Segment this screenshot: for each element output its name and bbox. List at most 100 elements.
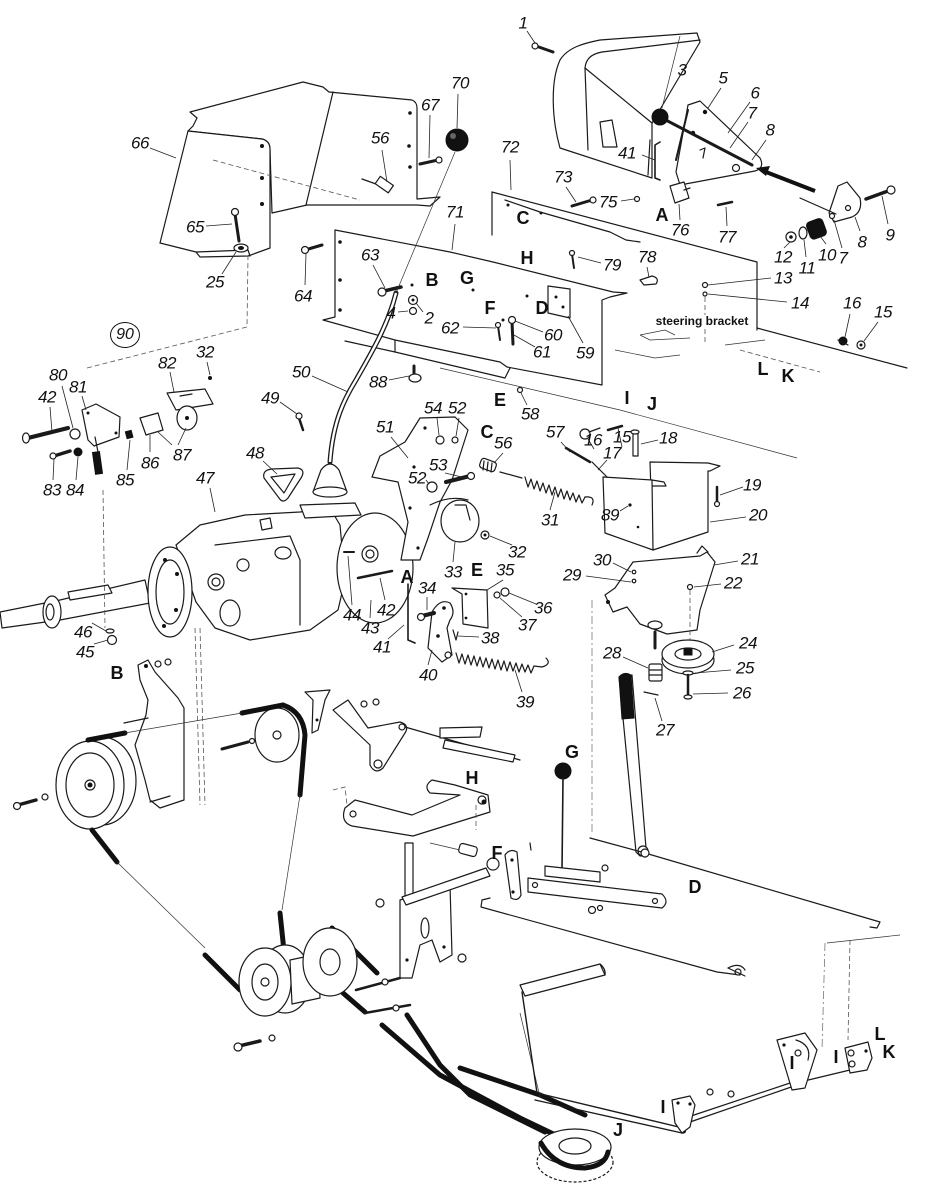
bolt-65 bbox=[230, 207, 241, 243]
nut-12 bbox=[785, 231, 797, 243]
gasket-48 bbox=[263, 467, 304, 502]
control-rod bbox=[589, 837, 881, 929]
screw-1 bbox=[531, 42, 555, 54]
gear-87 bbox=[176, 405, 198, 431]
ref-letter-b: B bbox=[425, 270, 439, 290]
callout-79: 79 bbox=[603, 255, 621, 275]
steering-bracket-label: steering bracket bbox=[654, 314, 750, 328]
callout-30: 30 bbox=[593, 550, 611, 570]
callout-20: 20 bbox=[749, 505, 767, 525]
bracket-b bbox=[123, 658, 185, 809]
ref-letter-e-lower: E bbox=[470, 560, 484, 580]
ref-letter-c-clutch: C bbox=[480, 422, 494, 442]
ref-letter-a-lower: A bbox=[400, 567, 414, 587]
shift-handle-lever bbox=[618, 672, 649, 857]
cap-10 bbox=[806, 218, 827, 240]
callout-25: 25 bbox=[206, 272, 224, 292]
large-pulley bbox=[55, 736, 137, 830]
frame-nuts bbox=[706, 964, 746, 1098]
callout-41: 41 bbox=[618, 143, 636, 163]
callout-21: 21 bbox=[741, 549, 759, 569]
callout-61: 61 bbox=[533, 342, 551, 362]
transmission-explode-lines bbox=[102, 489, 206, 806]
lever-bracket bbox=[675, 100, 763, 186]
callout-54: 54 bbox=[424, 398, 442, 418]
callout-50: 50 bbox=[292, 362, 310, 382]
callout-70: 70 bbox=[451, 73, 469, 93]
frame-outline bbox=[519, 600, 901, 1098]
callout-67: 67 bbox=[421, 95, 439, 115]
rod-57 bbox=[564, 446, 592, 464]
bracket-small bbox=[304, 689, 331, 734]
callout-24: 24 bbox=[739, 633, 757, 653]
nut-84 bbox=[73, 447, 83, 457]
plate-35 bbox=[451, 587, 489, 629]
screw-58 bbox=[516, 386, 524, 394]
callout-84: 84 bbox=[66, 480, 84, 500]
bolt-9 bbox=[864, 185, 896, 201]
nuts-15-16 bbox=[837, 336, 866, 350]
callout-59: 59 bbox=[576, 343, 594, 363]
dash-plate-71 bbox=[322, 229, 628, 386]
direction-arrow bbox=[756, 166, 816, 193]
ref-letter-i-top: I bbox=[624, 388, 630, 408]
callout-89: 89 bbox=[601, 505, 619, 525]
pin-27 bbox=[643, 691, 659, 696]
callout-87: 87 bbox=[173, 445, 191, 465]
callout-86: 86 bbox=[141, 453, 159, 473]
callout-41-lower: 41 bbox=[373, 637, 391, 657]
callout-47: 47 bbox=[196, 468, 214, 488]
callout-58: 58 bbox=[521, 404, 539, 424]
bolt-83 bbox=[49, 449, 72, 460]
callout-4: 4 bbox=[386, 303, 396, 323]
callout-56: 56 bbox=[371, 128, 389, 148]
bracket-h bbox=[332, 779, 491, 837]
screw-15 bbox=[606, 424, 624, 432]
callout-40: 40 bbox=[419, 665, 437, 685]
callout-72: 72 bbox=[501, 137, 519, 157]
callout-78: 78 bbox=[638, 247, 656, 267]
callout-28: 28 bbox=[603, 643, 621, 663]
callout-16-clutch: 16 bbox=[584, 430, 602, 450]
ref-letter-b-lower: B bbox=[110, 663, 124, 683]
bracket-i-right bbox=[776, 1032, 818, 1091]
bolt-67 bbox=[418, 156, 443, 166]
nut-32 bbox=[480, 530, 490, 540]
callout-56-clutch: 56 bbox=[494, 433, 512, 453]
callout-17: 17 bbox=[603, 443, 621, 463]
ref-letter-h-lower: H bbox=[465, 768, 479, 788]
ref-letter-d-lower: D bbox=[688, 877, 702, 897]
drum-33 bbox=[429, 497, 480, 543]
callout-11: 11 bbox=[798, 258, 816, 278]
callout-14: 14 bbox=[791, 293, 809, 313]
ref-letter-k: K bbox=[781, 366, 795, 386]
ref-letter-d: D bbox=[535, 298, 549, 318]
callout-81: 81 bbox=[69, 377, 87, 397]
ref-letter-g-lower: G bbox=[564, 742, 580, 762]
ref-letter-g: G bbox=[459, 268, 475, 288]
callout-36: 36 bbox=[534, 598, 552, 618]
ref-letter-i-left: I bbox=[660, 1097, 666, 1117]
ref-letter-i-right: I bbox=[833, 1047, 839, 1067]
callout-19: 19 bbox=[743, 475, 761, 495]
ref-letter-h: H bbox=[520, 248, 534, 268]
ref-letter-l-lower: L bbox=[874, 1024, 886, 1044]
link-f-plate bbox=[504, 842, 532, 901]
callout-60: 60 bbox=[544, 325, 562, 345]
callout-65: 65 bbox=[186, 217, 204, 237]
transmission-housing-47 bbox=[147, 502, 362, 641]
callout-29: 29 bbox=[563, 565, 581, 585]
bracket-81 bbox=[81, 403, 121, 447]
screw-62 bbox=[494, 321, 502, 341]
callout-77: 77 bbox=[718, 227, 736, 247]
nuts-52-54 bbox=[426, 435, 459, 493]
callout-3: 3 bbox=[677, 60, 687, 80]
ref-letter-k-lower: K bbox=[882, 1042, 896, 1062]
bolt-42-left bbox=[21, 426, 70, 444]
pedal-arm-bracket bbox=[375, 842, 500, 979]
spring-39 bbox=[455, 652, 549, 674]
double-pulley bbox=[238, 927, 358, 1017]
bracket-59 bbox=[547, 285, 571, 319]
callout-75: 75 bbox=[599, 192, 617, 212]
